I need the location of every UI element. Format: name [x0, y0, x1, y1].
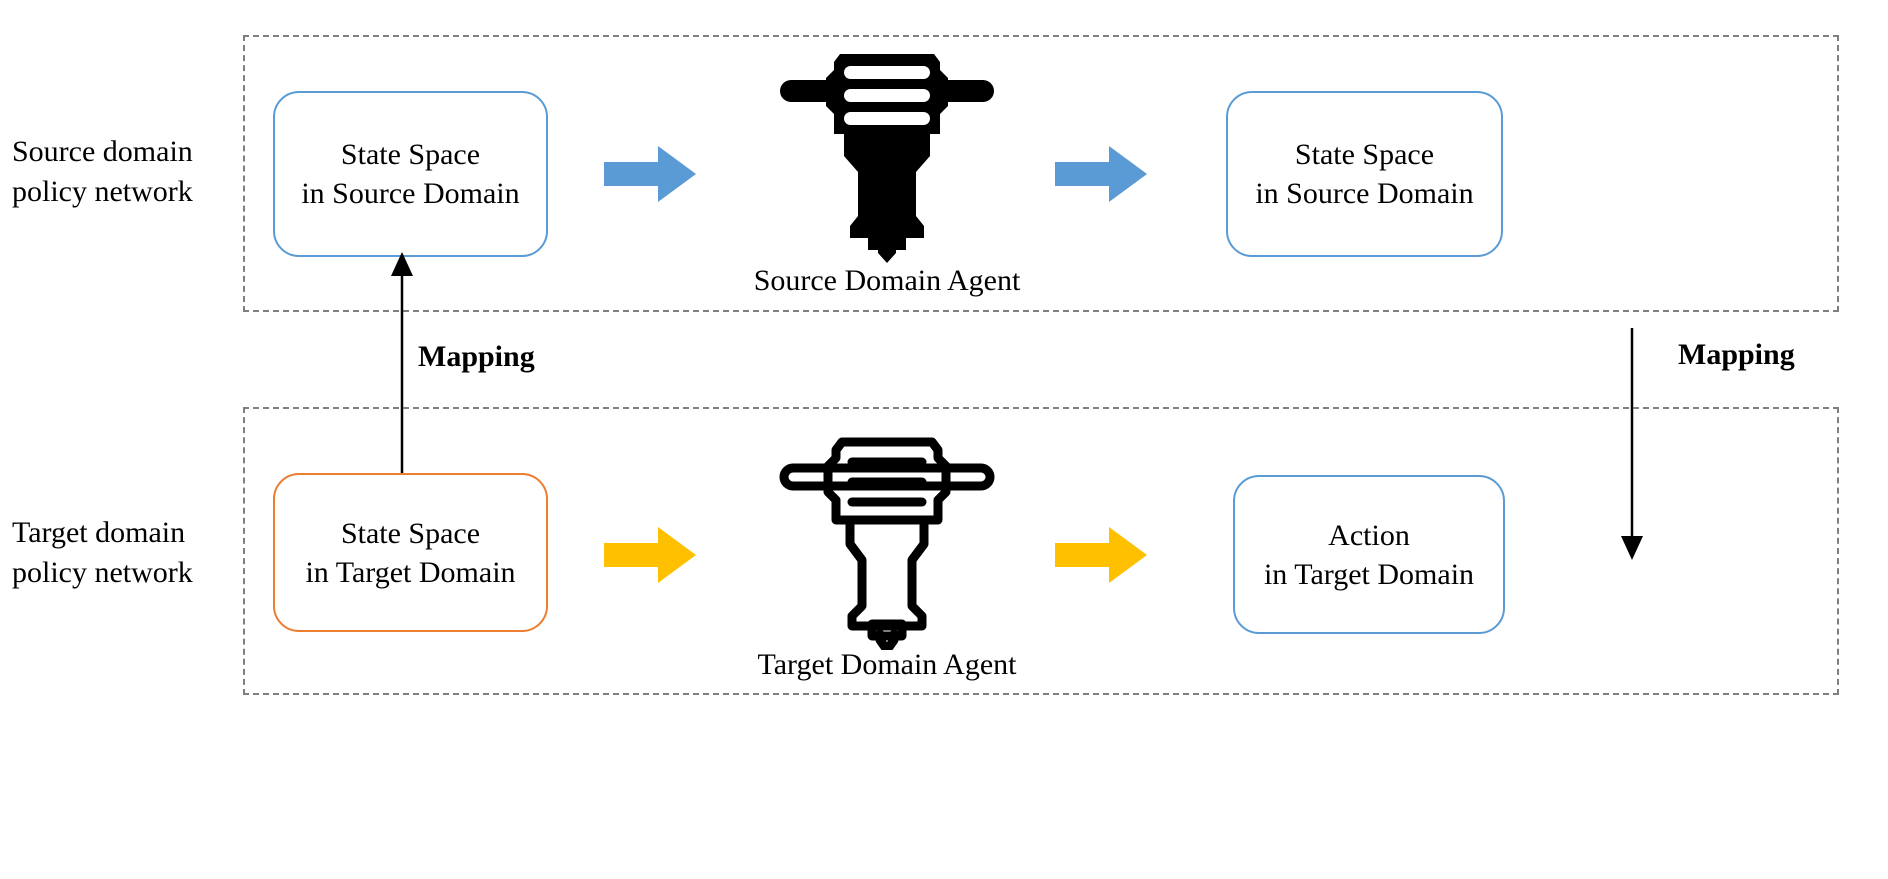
mapping-label-left: Mapping [418, 340, 535, 373]
mapping-label-right: Mapping [1678, 338, 1795, 371]
target-domain-panel [243, 407, 1839, 695]
jackhammer-outline-icon [772, 434, 1002, 655]
target-state-space-input-box[interactable]: State Space in Target Domain [273, 473, 548, 632]
arrow-right-blue-icon [1055, 146, 1147, 202]
arrow-right-yellow-icon [604, 527, 696, 583]
jackhammer-filled-icon [772, 50, 1002, 263]
source-state-space-output-box[interactable]: State Space in Source Domain [1226, 91, 1503, 257]
arrow-right-yellow-icon [1055, 527, 1147, 583]
mapping-arrow-down-right [1612, 328, 1722, 560]
target-domain-policy-network-label: Target domain policy network [12, 516, 193, 589]
arrow-right-blue-icon [604, 146, 696, 202]
target-action-output-box[interactable]: Action in Target Domain [1233, 475, 1505, 634]
source-domain-panel [243, 35, 1839, 312]
source-state-space-input-box[interactable]: State Space in Source Domain [273, 91, 548, 257]
source-domain-agent-caption: Source Domain Agent [753, 264, 1021, 297]
source-domain-policy-network-label: Source domain policy network [12, 135, 193, 208]
target-domain-agent-caption: Target Domain Agent [757, 648, 1017, 681]
